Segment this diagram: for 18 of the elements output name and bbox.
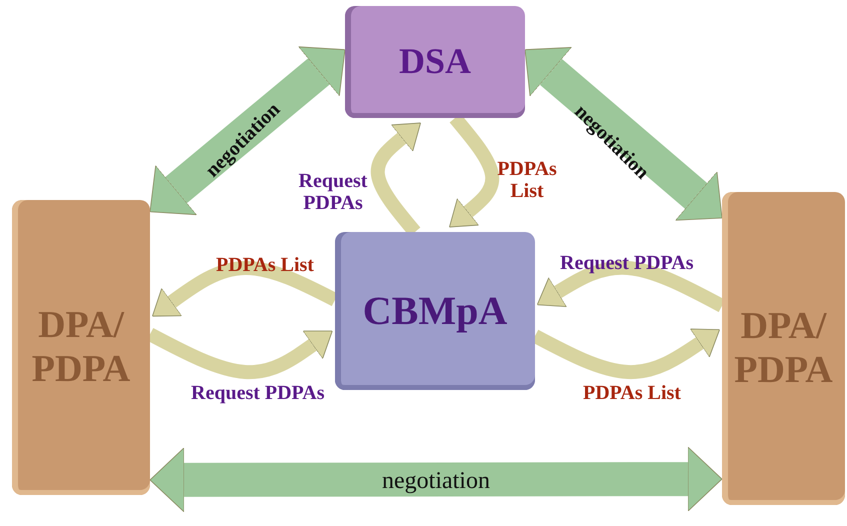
edge-label: Request PDPAs xyxy=(191,382,325,404)
edge-label: Request PDPAs xyxy=(560,252,694,274)
edge-label: PDPAs List xyxy=(216,254,314,276)
node-label: DPA/ PDPA xyxy=(30,304,132,392)
arrow xyxy=(150,446,722,512)
node-label: DSA xyxy=(398,41,472,83)
edge-label: PDPAs List xyxy=(583,382,681,404)
edge-label: Request PDPAs xyxy=(298,170,368,214)
edge-label: negotiation xyxy=(382,468,490,494)
process-box xyxy=(12,200,150,495)
node-label: DPA/ PDPA xyxy=(733,304,834,392)
arrow xyxy=(524,47,722,221)
process-box xyxy=(345,6,525,118)
process-box xyxy=(722,192,845,505)
edge-label: PDPAs List xyxy=(496,158,558,202)
process-box xyxy=(335,232,535,390)
arrow xyxy=(150,46,346,216)
node-label: CBMpA xyxy=(362,288,508,334)
